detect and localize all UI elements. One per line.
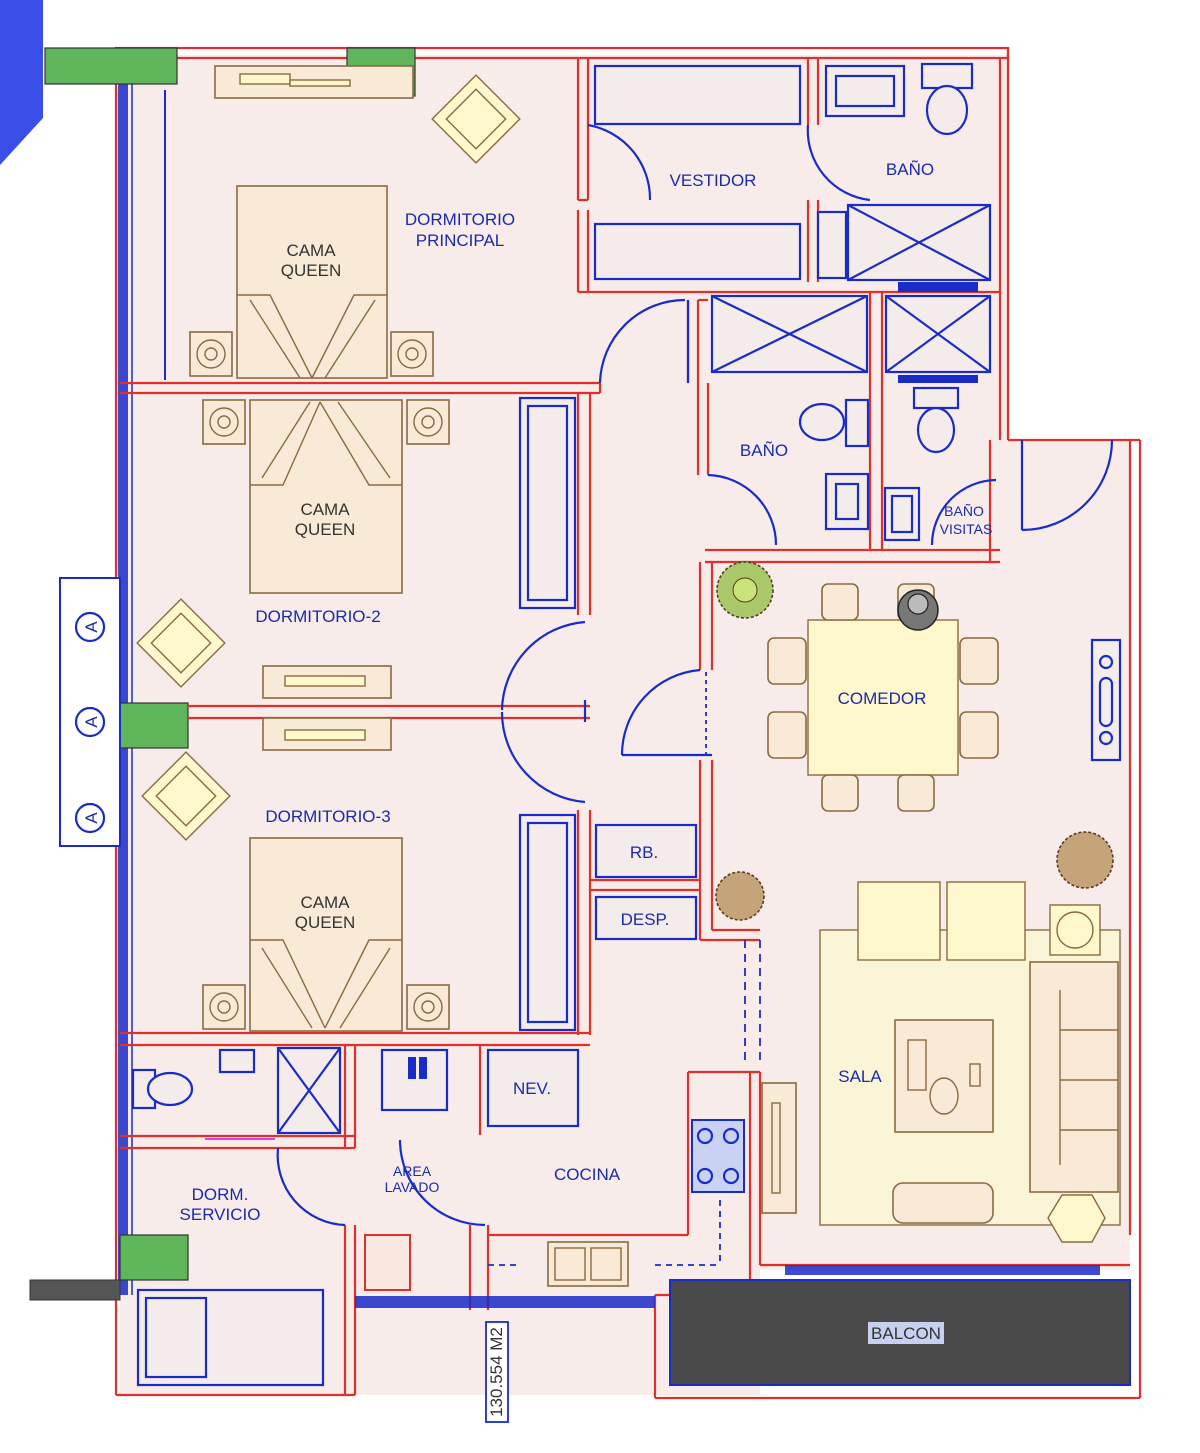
label-bano-master: BAÑO (886, 160, 934, 179)
label-bano-visitas-2: VISITAS (940, 521, 993, 537)
dining-furniture (767, 583, 1122, 812)
storage-closets (594, 823, 698, 941)
label-balcon: BALCON (871, 1324, 941, 1343)
bed-2-label-2: QUEEN (295, 520, 355, 539)
balcony: BALCON (669, 1279, 1131, 1386)
label-sala: SALA (838, 1067, 882, 1086)
corner-tab (0, 0, 43, 165)
doors (276, 298, 761, 1227)
label-area-lavado-2: LAVADO (385, 1179, 440, 1195)
label-bano-2: BAÑO (740, 441, 788, 460)
label-nev: NEV. (513, 1079, 551, 1098)
label-dormitorio-principal-1: DORMITORIO (405, 210, 515, 229)
bed-3-label-1: CAMA (300, 893, 350, 912)
label-cocina: COCINA (554, 1165, 621, 1184)
bottom-windows (355, 1265, 1100, 1308)
master-bedroom-furniture (189, 65, 521, 379)
area-tag-text: 130.554 M2 (487, 1327, 506, 1417)
label-dorm-servicio-2: SERVICIO (180, 1205, 261, 1224)
label-comedor: COMEDOR (838, 689, 927, 708)
service-bath-fixtures (131, 1046, 342, 1140)
label-dormitorio-principal-2: PRINCIPAL (416, 231, 505, 250)
bedroom-2-furniture (136, 396, 577, 699)
label-bano-visitas-1: BAÑO (944, 503, 984, 519)
bed-1-label-1: CAMA (286, 241, 336, 260)
column-marker-1: A (82, 621, 101, 633)
bed-labels: CAMA QUEEN CAMA QUEEN CAMA QUEEN (281, 241, 355, 932)
bedroom-3-furniture (141, 717, 577, 1032)
vestidor-closets (587, 64, 871, 281)
bed-1-label-2: QUEEN (281, 261, 341, 280)
living-furniture (761, 881, 1121, 1243)
bed-2-label-1: CAMA (300, 500, 350, 519)
column-marker-box: A A A (59, 577, 121, 847)
label-area-lavado-1: AREA (393, 1163, 432, 1179)
plants (715, 561, 1114, 921)
label-dorm-servicio-1: DORM. (192, 1185, 249, 1204)
bath-2-fixtures (707, 282, 1114, 546)
service-bed (136, 1288, 325, 1387)
master-bath-fixtures (816, 62, 992, 282)
exterior-walls (114, 46, 1142, 1400)
bed-3-label-2: QUEEN (295, 913, 355, 932)
label-vestidor: VESTIDOR (670, 171, 757, 190)
kitchen-fixtures (364, 1048, 745, 1291)
label-dormitorio-3: DORMITORIO-3 (265, 807, 390, 826)
label-desp: DESP. (621, 910, 670, 929)
area-tag: 130.554 M2 (485, 1321, 509, 1423)
label-dormitorio-2: DORMITORIO-2 (255, 607, 380, 626)
column-marker-2: A (82, 716, 101, 728)
label-rb: RB. (630, 843, 658, 862)
column-marker-3: A (82, 812, 101, 824)
room-labels: VESTIDOR BAÑO DORMITORIO PRINCIPAL BAÑO … (180, 160, 993, 1224)
